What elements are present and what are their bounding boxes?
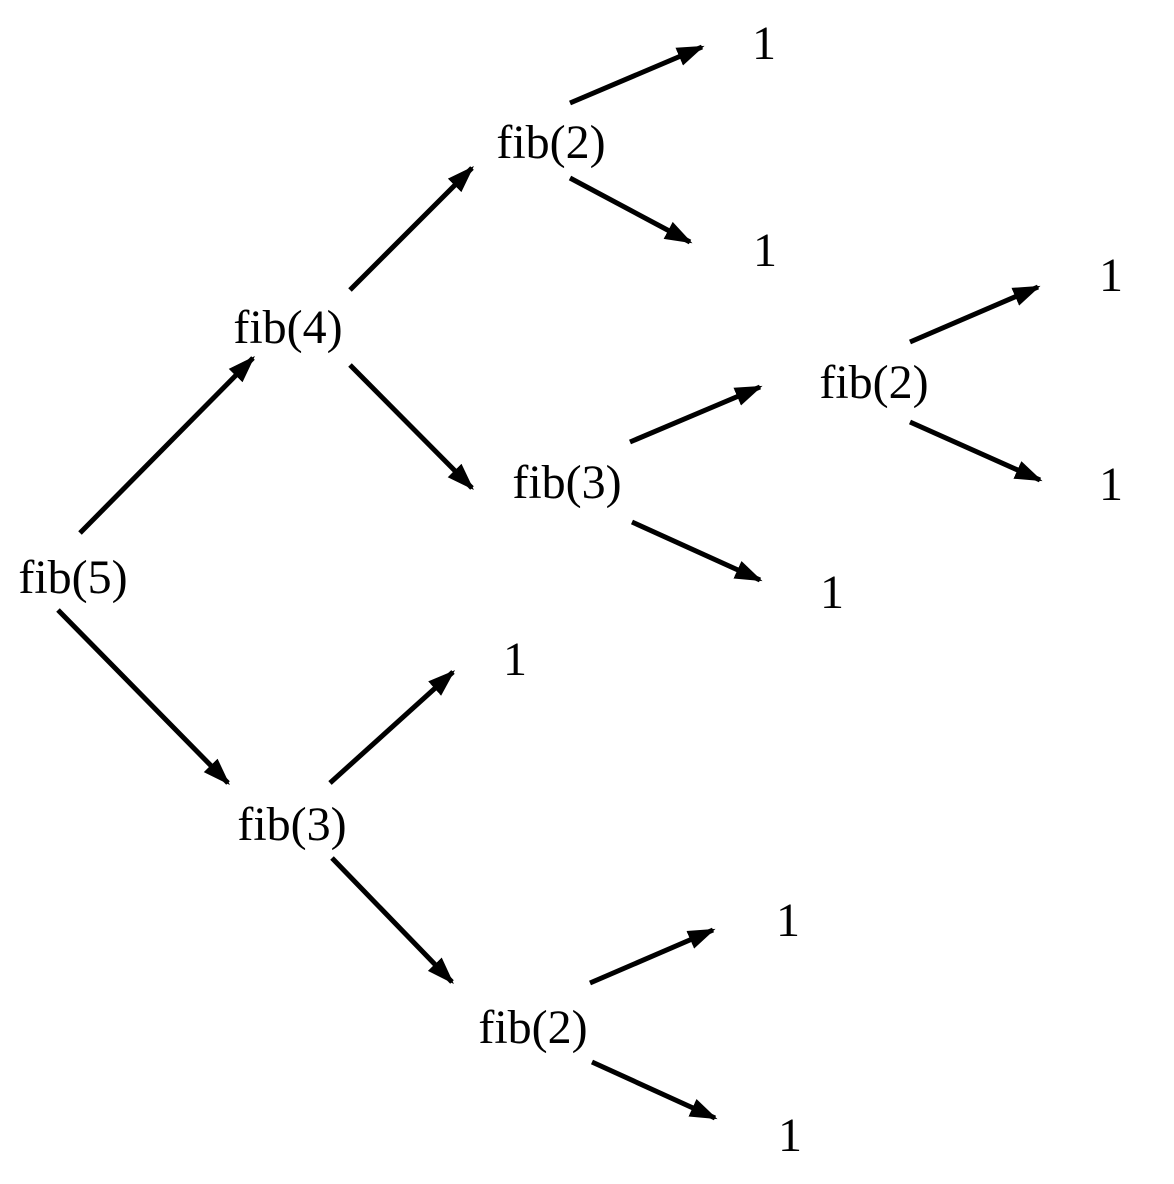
edge-fib2b-one4	[908, 419, 1043, 483]
tree-node-one1: 1	[752, 17, 776, 70]
tree-node-fib2a: fib(2)	[496, 116, 606, 169]
edge-fib2c-one8	[590, 1059, 718, 1121]
tree-node-fib3a: fib(3)	[512, 456, 622, 509]
tree-node-fib2c: fib(2)	[478, 1001, 588, 1054]
tree-node-one5: 1	[820, 566, 844, 619]
edge-fib2c-one7	[589, 927, 716, 986]
edge-fib3b-fib2c	[330, 856, 454, 984]
edge-fib3a-one5	[630, 519, 763, 583]
edge-fib5-fib3b	[56, 608, 230, 785]
tree-node-fib2b: fib(2)	[819, 356, 929, 409]
edge-fib3a-fib2b	[629, 384, 763, 445]
edge-fib2a-one1	[569, 44, 705, 106]
edge-fib3b-one6	[328, 670, 456, 785]
edge-fib4-fib2a	[348, 166, 474, 292]
tree-node-one4: 1	[1099, 458, 1123, 511]
tree-node-one3: 1	[1099, 249, 1123, 302]
edge-fib2a-one2	[568, 175, 693, 245]
edge-fib5-fib4	[78, 356, 255, 535]
tree-node-one8: 1	[778, 1109, 802, 1162]
tree-node-fib4: fib(4)	[233, 301, 343, 354]
tree-node-one7: 1	[776, 894, 800, 947]
tree-node-one6: 1	[503, 633, 527, 686]
edge-fib4-fib3a	[348, 363, 474, 490]
tree-node-fib3b: fib(3)	[237, 798, 347, 851]
edge-fib2b-one3	[909, 284, 1041, 345]
tree-node-one2: 1	[753, 224, 777, 277]
tree-node-fib5: fib(5)	[18, 551, 128, 604]
